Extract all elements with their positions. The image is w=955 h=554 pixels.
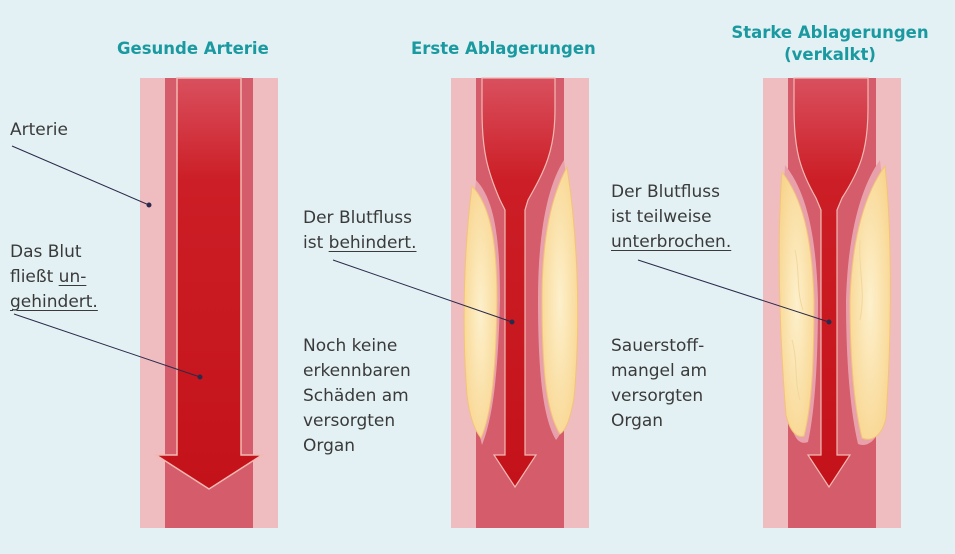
leader-dot xyxy=(147,203,151,207)
label-healthy-flow: Das Blut fließt un- gehindert. xyxy=(10,240,98,315)
label-line: Noch keine xyxy=(303,334,411,359)
label-line: Sauerstoff- xyxy=(611,334,707,359)
label-line: Der Blutfluss xyxy=(611,180,731,205)
title-text: Gesunde Arterie xyxy=(117,39,269,58)
leader-line-artery xyxy=(12,146,149,205)
label-artery-text: Arterie xyxy=(10,120,68,140)
partially-blocked-artery xyxy=(451,78,589,528)
label-line: Das Blut xyxy=(10,240,98,265)
label-first-flow: Der Blutfluss ist behindert. xyxy=(303,206,417,256)
label-underlined: gehindert. xyxy=(10,290,98,315)
title-text-line2: (verkalkt) xyxy=(715,44,945,66)
title-text-line1: Starke Ablagerungen xyxy=(715,22,945,44)
label-line: ist xyxy=(303,233,329,253)
label-line: mangel am xyxy=(611,359,707,384)
label-line: Organ xyxy=(611,409,707,434)
label-severe-organ: Sauerstoff- mangel am versorgten Organ xyxy=(611,334,707,434)
label-underlined: unterbrochen. xyxy=(611,230,731,255)
leader-dot xyxy=(198,375,202,379)
title-text: Erste Ablagerungen xyxy=(411,39,596,58)
label-line: ist teilweise xyxy=(611,205,731,230)
severely-blocked-artery xyxy=(763,78,901,528)
label-first-organ: Noch keine erkennbaren Schäden am versor… xyxy=(303,334,411,459)
label-line: Schäden am xyxy=(303,384,411,409)
label-line: erkennbaren xyxy=(303,359,411,384)
title-healthy-artery: Gesunde Arterie xyxy=(117,38,269,60)
label-line: versorgten xyxy=(303,409,411,434)
label-line: fließt xyxy=(10,267,59,287)
label-underlined: un- xyxy=(59,267,87,287)
label-underlined: behindert. xyxy=(329,233,417,253)
healthy-artery xyxy=(140,78,278,528)
title-first-deposits: Erste Ablagerungen xyxy=(411,38,596,60)
leader-dot xyxy=(510,320,514,324)
leader-dot xyxy=(827,320,831,324)
label-line: Der Blutfluss xyxy=(303,206,417,231)
label-severe-flow: Der Blutfluss ist teilweise unterbrochen… xyxy=(611,180,731,255)
label-artery: Arterie xyxy=(10,118,68,143)
label-line: Organ xyxy=(303,434,411,459)
label-line: versorgten xyxy=(611,384,707,409)
title-severe-deposits: Starke Ablagerungen (verkalkt) xyxy=(715,22,945,66)
